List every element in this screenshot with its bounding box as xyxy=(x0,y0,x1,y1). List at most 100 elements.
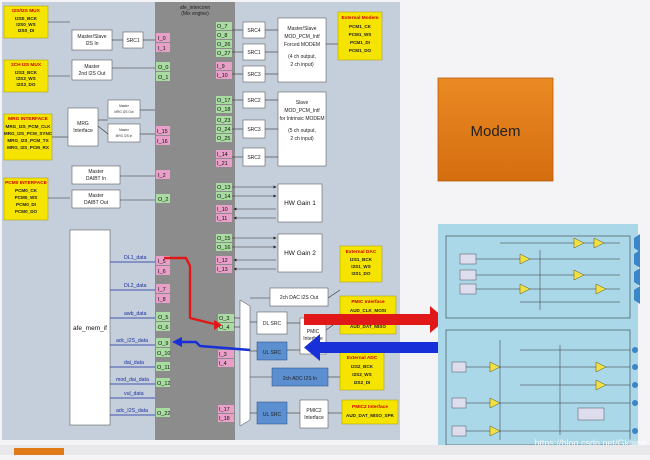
svg-text:I_5: I_5 xyxy=(158,259,166,265)
mrg-i2s-in-block: Master MRG I2S In xyxy=(107,123,141,143)
svg-text:External Modem: External Modem xyxy=(341,15,378,21)
svg-text:PCM0_CK: PCM0_CK xyxy=(15,188,38,193)
svg-text:PCM0_DI: PCM0_DI xyxy=(16,202,36,207)
svg-text:PMIC2: PMIC2 xyxy=(306,408,322,414)
svg-text:O_24: O_24 xyxy=(217,127,230,133)
svg-text:O_18: O_18 xyxy=(217,107,230,113)
svg-text:2nd I2S Out: 2nd I2S Out xyxy=(79,71,106,77)
interconn-left-ports: I_0 I_1 O_0 O_1 I_15 I_16 I_2 O_2 xyxy=(156,33,170,203)
svg-text:I_8: I_8 xyxy=(158,297,166,303)
svg-text:adc_I2S_data: adc_I2S_data xyxy=(116,408,148,414)
svg-text:Forced MODEM: Forced MODEM xyxy=(284,42,320,48)
mem-bus-lines xyxy=(110,261,155,416)
svg-text:awb_data: awb_data xyxy=(124,311,147,317)
svg-text:I2S3_WS: I2S3_WS xyxy=(16,76,35,81)
svg-text:Master: Master xyxy=(119,128,130,132)
svg-text:DL SRC: DL SRC xyxy=(263,321,282,327)
svg-text:HW Gain 1: HW Gain 1 xyxy=(284,200,316,207)
svg-text:Master: Master xyxy=(88,193,104,199)
svg-text:AUD_DAT_MISO: AUD_DAT_MISO xyxy=(350,324,386,329)
src1-left-block: SRC1 xyxy=(122,31,144,49)
svg-text:O_22: O_22 xyxy=(157,411,170,417)
svg-text:SRC2: SRC2 xyxy=(247,155,261,161)
svg-text:I2S1_BCK: I2S1_BCK xyxy=(350,257,373,262)
svg-text:MRG_I2S_PCM_RX: MRG_I2S_PCM_RX xyxy=(7,145,50,150)
pmic2-interface-group: PMIC2 Interface AUD_DAT_MISO_SPK xyxy=(341,399,399,425)
svg-text:PMIC2 Interface: PMIC2 Interface xyxy=(352,404,388,410)
svg-text:Master: Master xyxy=(119,104,130,108)
svg-text:I_15: I_15 xyxy=(157,129,168,135)
hw-gain-ports: O_13 O_14 I_10 I_11 O_15 O_16 I_12 I_13 xyxy=(216,183,232,273)
svg-text:O_7: O_7 xyxy=(217,24,227,30)
svg-text:UL SRC: UL SRC xyxy=(263,412,282,418)
svg-text:O_9: O_9 xyxy=(158,341,168,347)
svg-text:O_10: O_10 xyxy=(157,351,170,357)
svg-text:SRC4: SRC4 xyxy=(247,28,261,34)
svg-text:DL1_data: DL1_data xyxy=(124,255,147,261)
lower-right-ports: O_3 O_4 I_3 I_4 I_17 I_18 xyxy=(218,314,234,422)
svg-text:SRC1: SRC1 xyxy=(126,38,140,44)
svg-text:MRG_I2S_PCM_CLK: MRG_I2S_PCM_CLK xyxy=(6,124,52,129)
svg-text:I2S0_BCK: I2S0_BCK xyxy=(15,16,38,21)
svg-text:MRG I2S Out: MRG I2S Out xyxy=(114,110,133,114)
svg-text:I_11: I_11 xyxy=(217,216,227,222)
svg-text:AUD_CLK_MOSI: AUD_CLK_MOSI xyxy=(350,308,386,313)
svg-text:PMIC Interface: PMIC Interface xyxy=(351,299,385,305)
footer-strip xyxy=(0,445,650,455)
svg-text:MRG I2S In: MRG I2S In xyxy=(116,134,133,138)
pcm0-interface-group: PCM0 INTERFACE PCM0_CK PCM0_WS PCM0_DI P… xyxy=(3,177,49,221)
svg-text:DAIBT In: DAIBT In xyxy=(86,176,106,182)
svg-text:Master: Master xyxy=(84,64,100,70)
svg-text:MOD_PCM_Intf: MOD_PCM_Intf xyxy=(284,108,320,114)
svg-text:PCM1_CK: PCM1_CK xyxy=(349,24,372,29)
svg-text:Slave: Slave xyxy=(296,100,309,106)
svg-text:PCM0_WS: PCM0_WS xyxy=(15,195,38,200)
svg-text:DAIBT Out: DAIBT Out xyxy=(84,200,109,206)
svg-text:UL SRC: UL SRC xyxy=(263,350,282,356)
svg-text:(4 ch output,: (4 ch output, xyxy=(288,54,316,60)
big-blue-arrow xyxy=(304,334,446,361)
svg-text:O_4: O_4 xyxy=(219,325,229,331)
svg-text:External ADC: External ADC xyxy=(347,355,378,361)
svg-text:I_6: I_6 xyxy=(158,269,166,275)
svg-text:O_15: O_15 xyxy=(217,236,230,242)
svg-text:O_14: O_14 xyxy=(217,194,230,200)
svg-text:PMIC: PMIC xyxy=(307,329,320,335)
afe-interconn-title: afe_interconn xyxy=(180,5,211,11)
afe-mem-if-block: afe_mem_if xyxy=(69,229,111,426)
hw-gain-arrows xyxy=(232,185,277,271)
svg-text:Modem: Modem xyxy=(470,123,520,140)
src-connectors xyxy=(232,29,338,158)
svg-text:I_7: I_7 xyxy=(158,287,166,293)
svg-text:I_10: I_10 xyxy=(217,73,228,79)
svg-text:I_21: I_21 xyxy=(217,161,228,167)
svg-text:MRG: MRG xyxy=(77,121,89,127)
svg-text:2 ch input): 2 ch input) xyxy=(290,62,314,68)
svg-text:O_1: O_1 xyxy=(158,75,168,81)
svg-text:I_13: I_13 xyxy=(217,267,228,273)
watermark: https://blog.csdn.net/Gkhing xyxy=(534,438,646,448)
svg-text:I2S0_WS: I2S0_WS xyxy=(16,22,35,27)
svg-text:O_26: O_26 xyxy=(217,42,230,48)
svg-text:2ch ADC I2S In: 2ch ADC I2S In xyxy=(283,376,317,382)
svg-text:I_10: I_10 xyxy=(217,207,228,213)
svg-text:External DAC: External DAC xyxy=(346,249,377,255)
svg-text:I2S3_DO: I2S3_DO xyxy=(17,82,36,87)
svg-text:I_12: I_12 xyxy=(217,258,228,264)
svg-text:I_4: I_4 xyxy=(219,361,227,367)
svg-text:I_9: I_9 xyxy=(217,64,225,70)
downlink-red-path xyxy=(164,256,215,326)
mux-shape xyxy=(239,299,251,427)
external-dac-group: External DAC I2S1_BCK I2S1_WS I2S1_DO xyxy=(339,245,383,283)
svg-text:Interface: Interface xyxy=(73,128,93,134)
svg-text:O_25: O_25 xyxy=(217,136,230,142)
svg-text:I_16: I_16 xyxy=(157,139,168,145)
svg-text:O_0: O_0 xyxy=(158,65,168,71)
svg-text:I2S2_BCK: I2S2_BCK xyxy=(351,364,374,369)
lower-connectors xyxy=(234,289,342,414)
svg-text:PCM0 INTERFACE: PCM0 INTERFACE xyxy=(5,180,48,186)
external-modem-group: External Modem PCM1_CK PCM1_WS PCM1_DI P… xyxy=(337,11,383,61)
svg-text:PCM1_DO: PCM1_DO xyxy=(349,48,372,53)
